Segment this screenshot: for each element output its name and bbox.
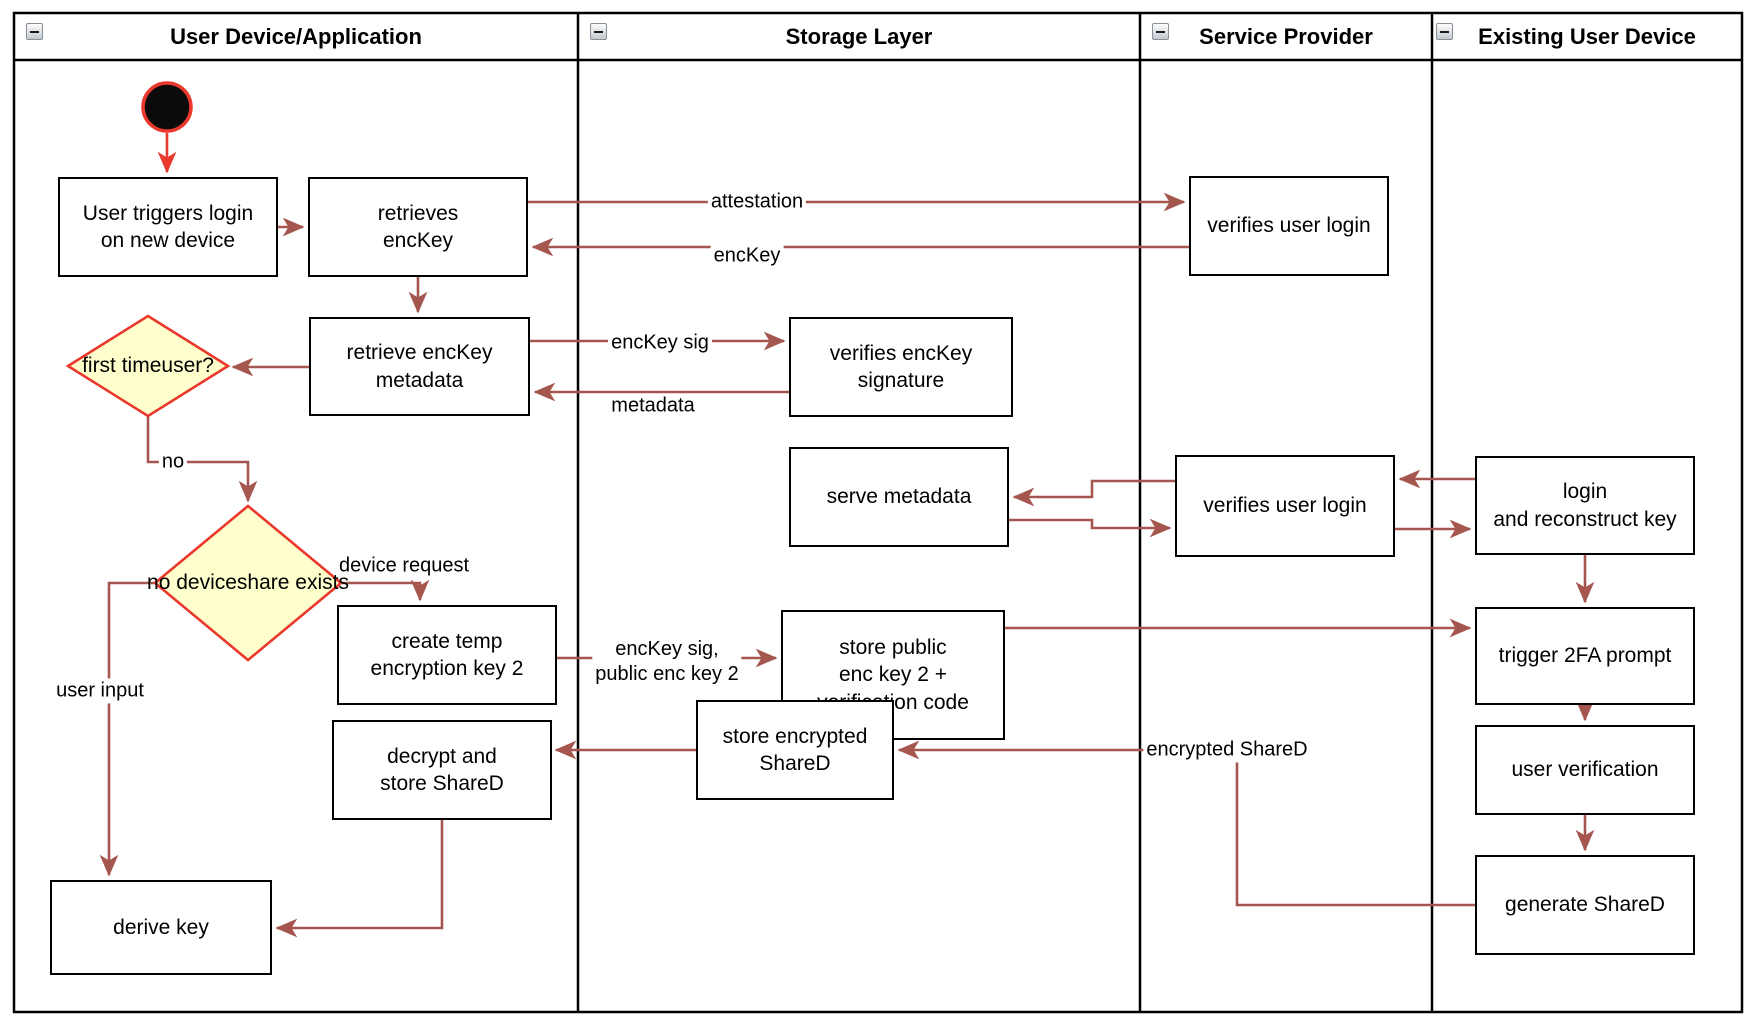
node-serve-metadata[interactable]: serve metadata	[789, 447, 1009, 547]
edge-label-encrypted-shared: encrypted ShareD	[1143, 737, 1311, 763]
decision-label-no-device-share-exists: no deviceshare exists	[147, 569, 349, 597]
edge-label-line: device request	[338, 554, 470, 577]
edge-label-user-input: user input	[53, 678, 147, 704]
decision-label-line: first time	[82, 353, 162, 377]
edge-label-line: attestation	[710, 190, 804, 213]
node-label-line: store ShareD	[380, 772, 504, 795]
decision-no-device-share-exists[interactable]	[152, 504, 344, 662]
edge-label-enckey-return: encKey	[710, 243, 784, 269]
node-label-line: store encrypted	[722, 724, 868, 748]
decision-label-line: share exists	[236, 570, 349, 594]
edge-label-enckey-sig: encKey sig	[608, 330, 712, 356]
edge-label-line: public enc key 2	[595, 663, 739, 685]
edge-user-input	[99, 581, 155, 877]
edge-label-line: encrypted ShareD	[1146, 738, 1308, 761]
node-retrieve-enckey-metadata[interactable]: retrieve encKey metadata	[309, 317, 530, 416]
edge-decrypt-to-derive-key	[275, 820, 444, 938]
collapse-lane-button-storage-layer[interactable]	[590, 23, 607, 40]
node-user-triggers-login[interactable]: User triggers login on new device	[58, 177, 278, 277]
lane-header-user-device-application: User Device/Application	[170, 24, 422, 49]
node-label-line: encryption key 2	[370, 657, 524, 680]
lane-header-service-provider: Service Provider	[1199, 24, 1373, 49]
node-label-line: retrieves	[377, 201, 459, 225]
node-label-line: verifies user login	[1203, 494, 1367, 518]
edge-label-line: no	[161, 450, 185, 473]
edge-label-attestation: attestation	[707, 189, 807, 215]
edge-device-request	[341, 579, 430, 602]
edge-label-line: encKey	[713, 244, 781, 267]
node-trigger-2fa-prompt[interactable]: trigger 2FA prompt	[1475, 607, 1695, 705]
minus-icon	[30, 30, 39, 33]
minus-icon	[1440, 30, 1449, 33]
edge-serve-metadata-to-verifies2	[1009, 518, 1172, 538]
node-label-line: signature	[857, 369, 945, 392]
edge-label-line: metadata	[611, 394, 695, 417]
node-label-line: and reconstruct key	[1493, 507, 1677, 531]
node-verifies-user-login-1[interactable]: verifies user login	[1189, 176, 1389, 276]
lane-header-storage-layer: Storage Layer	[785, 24, 933, 49]
edge-label-line: encKey sig,	[615, 638, 719, 660]
diagram-outer-border	[12, 11, 1744, 1014]
node-verifies-user-login-2[interactable]: verifies user login	[1175, 455, 1395, 557]
node-label-line: verifies encKey	[829, 341, 973, 365]
collapse-lane-button-service-provider[interactable]	[1152, 23, 1169, 40]
node-label-line: user verification	[1511, 758, 1659, 782]
edge-label-line: encKey sig	[611, 331, 709, 354]
collapse-lane-button-user-device-application[interactable]	[26, 23, 43, 40]
edge-encrypted-shared	[897, 740, 1475, 907]
node-label-line: login	[1562, 480, 1608, 504]
node-label-line: serve metadata	[826, 485, 972, 509]
node-label-line: ShareD	[759, 752, 831, 775]
node-generate-shared[interactable]: generate ShareD	[1475, 855, 1695, 955]
node-label-line: trigger 2FA prompt	[1498, 644, 1672, 668]
node-label-line: retrieve encKey	[346, 341, 493, 365]
node-label-line: on new device	[100, 229, 236, 252]
node-derive-key[interactable]: derive key	[50, 880, 272, 975]
lane-header-existing-user-device: Existing User Device	[1478, 24, 1696, 49]
node-label-line: derive key	[113, 915, 209, 939]
node-label-line: enc key 2 +	[839, 663, 947, 687]
node-label-line: User triggers login	[82, 201, 254, 225]
node-label-line: verifies user login	[1207, 214, 1371, 238]
edge-label-metadata-return: metadata	[608, 393, 698, 419]
minus-icon	[594, 30, 603, 33]
node-retrieves-enckey[interactable]: retrieves encKey	[308, 177, 528, 277]
node-login-and-reconstruct-key[interactable]: login and reconstruct key	[1475, 456, 1695, 555]
edge-verifies2-to-serve-metadata	[1012, 479, 1175, 507]
collapse-lane-button-existing-user-device[interactable]	[1436, 23, 1453, 40]
edge-label-line: user input	[56, 679, 144, 702]
node-verifies-enckey-signature[interactable]: verifies encKey signature	[789, 317, 1013, 417]
node-label-line: store public	[839, 636, 947, 660]
edge-label-enckey-sig-public-key-2: encKey sig, public enc key 2	[592, 637, 742, 687]
node-label-line: encKey	[382, 229, 454, 252]
edge-no-branch	[146, 416, 258, 503]
start-node[interactable]	[141, 81, 193, 133]
decision-label-line: no device	[147, 570, 237, 594]
decision-label-line: user?	[161, 353, 214, 377]
decision-first-time-user[interactable]	[65, 314, 231, 418]
decision-label-first-time-user: first timeuser?	[82, 352, 214, 380]
node-decrypt-and-store-shared[interactable]: decrypt and store ShareD	[332, 720, 552, 820]
node-label-line: decrypt and	[387, 744, 497, 768]
node-label-line: create temp	[391, 629, 503, 653]
node-create-temp-encryption-key-2[interactable]: create temp encryption key 2	[337, 605, 557, 705]
edge-label-no-branch: no	[158, 449, 188, 475]
node-label-line: generate ShareD	[1505, 893, 1665, 917]
node-user-verification[interactable]: user verification	[1475, 725, 1695, 815]
edge-label-device-request: device request	[336, 554, 472, 579]
minus-icon	[1156, 30, 1165, 33]
node-label-line: metadata	[375, 368, 464, 392]
